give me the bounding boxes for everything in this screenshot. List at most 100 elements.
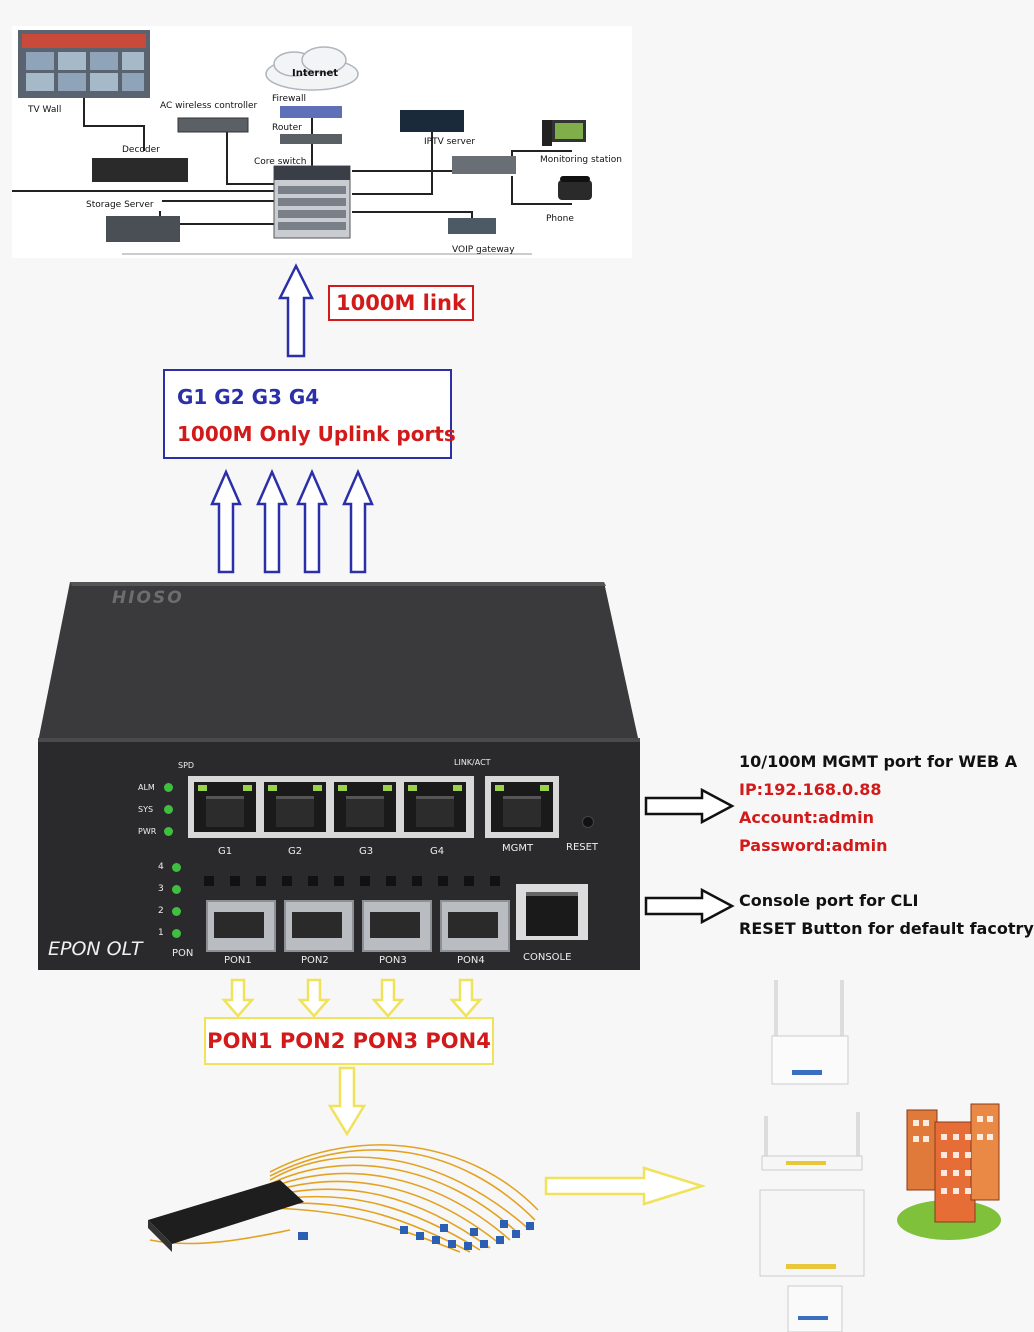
port-label-g3: G3	[359, 846, 374, 857]
alm-label: ALM	[138, 782, 155, 792]
act-led-icon	[383, 785, 392, 791]
port-g4[interactable]	[404, 782, 466, 832]
sfp-label-pon3: PON3	[379, 955, 407, 966]
router-2-icon	[761, 1112, 863, 1171]
mgmt-password: Password:admin	[739, 836, 888, 855]
ac-controller-icon	[177, 117, 249, 133]
core-switch-label: Core switch	[254, 157, 306, 167]
arrow-pon1-icon	[221, 978, 255, 1018]
tv-wall-label: TV Wall	[27, 105, 61, 115]
internet-label: Internet	[292, 68, 338, 79]
sfp-cage-icon	[448, 912, 498, 938]
sfp-port-pon3[interactable]	[362, 900, 432, 952]
sfp-label-pon2: PON2	[301, 955, 329, 966]
arrow-g4-icon	[342, 468, 374, 574]
rj45-socket-icon	[276, 796, 314, 827]
mgmt-port[interactable]	[485, 776, 559, 838]
pon1-led-icon	[172, 928, 181, 938]
onu-2-icon	[787, 1285, 843, 1332]
sfp-port-pon4[interactable]	[440, 900, 510, 952]
uplink-arrows	[210, 468, 374, 574]
network-topology: TV Wall AC wireless controller Internet …	[12, 26, 632, 258]
console-label: CONSOLE	[523, 952, 572, 963]
onu-1-icon	[759, 1189, 865, 1277]
sfp-port-pon2[interactable]	[284, 900, 354, 952]
storage-server-icon	[106, 216, 180, 242]
pon-num-2: 2	[158, 906, 164, 916]
phone-icon	[558, 176, 592, 200]
console-info-line2: RESET Button for default facotry	[739, 919, 1034, 938]
rj45-socket-icon	[526, 892, 578, 936]
rj45-socket-icon	[503, 796, 541, 827]
link-led-icon	[268, 785, 277, 791]
arrow-g2-icon	[256, 468, 288, 574]
phone-label: Phone	[546, 214, 574, 224]
router-1-icon	[771, 980, 849, 1085]
plc-splitter-icon	[148, 1144, 539, 1253]
uplink-ports-title: G1 G2 G3 G4	[177, 385, 320, 409]
router-label: Router	[272, 123, 302, 133]
arrow-pon4-icon	[449, 978, 483, 1018]
sfp-cage-icon	[370, 912, 420, 938]
port-label-g1: G1	[218, 846, 233, 857]
rj45-port-block	[188, 776, 474, 838]
uplink-ports-box: G1 G2 G3 G4 1000M Only Uplink ports	[163, 369, 456, 459]
reset-button[interactable]	[582, 816, 594, 828]
pwr-led-icon	[164, 826, 173, 836]
console-port[interactable]	[516, 884, 588, 940]
sfp-cage-icon	[292, 912, 342, 938]
brand-logo: HIOSO	[112, 588, 184, 608]
sfp-label-pon4: PON4	[457, 955, 485, 966]
act-led-icon	[453, 785, 462, 791]
mgmt-info-title: 10/100M MGMT port for WEB A	[739, 752, 1018, 771]
arrow-g1-icon	[210, 468, 242, 574]
console-info-block: Console port for CLI RESET Button for de…	[739, 891, 1034, 947]
uplink-arrow-icon	[277, 263, 315, 358]
port-g1[interactable]	[194, 782, 256, 832]
sfp-label-pon1: PON1	[224, 955, 252, 966]
sfp-indicator-row	[204, 876, 510, 888]
onu-devices	[759, 980, 865, 1332]
ac-controller-label: AC wireless controller	[160, 101, 258, 111]
rj45-socket-icon	[346, 796, 384, 827]
sfp-cage-icon	[214, 912, 264, 938]
sys-label: SYS	[138, 804, 154, 814]
firewall-label: Firewall	[272, 94, 306, 104]
port-g2[interactable]	[264, 782, 326, 832]
link-speed-label: 1000M link	[328, 285, 474, 321]
mgmt-ip: IP:192.168.0.88	[739, 780, 882, 799]
alm-led-icon	[164, 782, 173, 792]
pon-label: PON	[172, 948, 194, 959]
pon2-led-icon	[172, 906, 181, 916]
pon-ports-box: PON1 PON2 PON3 PON4	[204, 1017, 494, 1065]
mgmt-info-block: 10/100M MGMT port for WEB A IP:192.168.0…	[739, 752, 1017, 864]
firewall-icon	[280, 106, 342, 118]
storage-server-label: Storage Server	[86, 200, 154, 210]
rj45-socket-icon	[206, 796, 244, 827]
uplink-ports-desc: 1000M Only Uplink ports	[177, 422, 456, 446]
decoder-icon	[92, 158, 188, 182]
link-act-label: LINK/ACT	[454, 758, 491, 767]
model-label: EPON OLT	[48, 938, 143, 960]
onu-arrow-icon	[544, 1166, 707, 1206]
rj45-socket-icon	[416, 796, 454, 827]
iptv-server-label: IPTV server	[424, 137, 475, 147]
voip-gateway-icon	[448, 218, 496, 234]
link-led-icon	[198, 785, 207, 791]
monitoring-station-icon	[542, 120, 586, 146]
access-switch-icon	[452, 156, 516, 174]
spd-label: SPD	[178, 761, 195, 770]
link-led-icon	[408, 785, 417, 791]
pwr-label: PWR	[138, 826, 157, 836]
voip-gateway-label: VOIP gateway	[452, 245, 515, 255]
port-g3[interactable]	[334, 782, 396, 832]
sfp-port-pon1[interactable]	[206, 900, 276, 952]
act-led-icon	[313, 785, 322, 791]
arrow-pon2-icon	[297, 978, 331, 1018]
link-led-icon	[495, 785, 504, 791]
port-label-g4: G4	[430, 846, 445, 857]
act-led-icon	[243, 785, 252, 791]
pon4-led-icon	[172, 862, 181, 872]
mgmt-arrow-icon	[644, 787, 735, 825]
console-arrow-icon	[644, 887, 735, 925]
